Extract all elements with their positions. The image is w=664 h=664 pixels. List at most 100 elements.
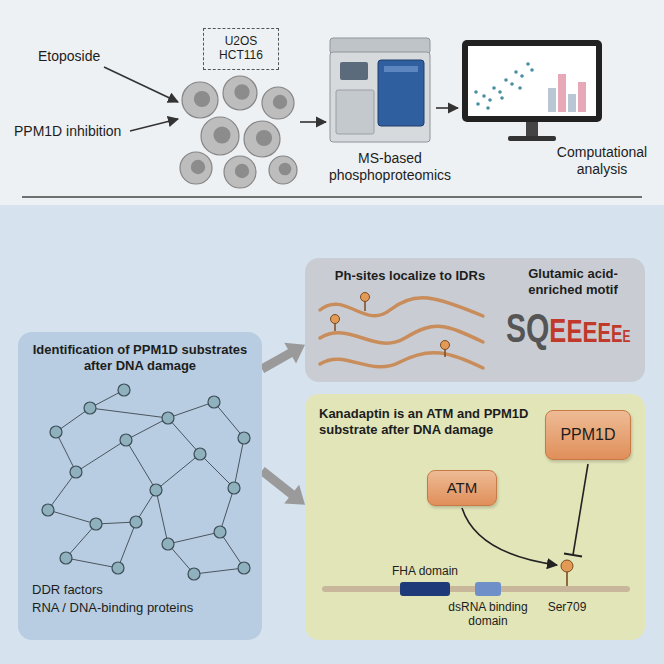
monitor-stand (526, 122, 538, 136)
bar (578, 82, 586, 112)
network-node (84, 402, 96, 414)
network-link (66, 558, 118, 568)
phospho-stick (364, 301, 366, 311)
scatter-dot (488, 98, 492, 102)
text-slot: Glutamic acid-enriched motif (509, 266, 637, 297)
network-link (156, 454, 200, 490)
network-link (126, 440, 156, 490)
node-title: Identification of PPM1D substrates after… (28, 342, 252, 373)
phospho-site (361, 293, 370, 302)
node-title: ATM (447, 479, 478, 497)
scatter-dot (498, 90, 502, 94)
idr-line (320, 353, 483, 368)
network-link (168, 418, 200, 454)
network-link (126, 418, 168, 440)
scatter-dot (520, 74, 524, 78)
motif-letter: E (611, 321, 623, 347)
node-title: PPM1D (560, 425, 615, 444)
network-link (168, 532, 220, 544)
network-node (194, 448, 206, 460)
bar (558, 74, 566, 112)
ms-screen (340, 62, 368, 80)
node-title: Ph-sites localize to IDRs (320, 268, 500, 284)
network-link (48, 510, 96, 524)
idr-line (320, 326, 483, 343)
label-slot: SQEEEEEE (506, 308, 664, 348)
motif-letter: Q (526, 306, 549, 350)
motif-letter: E (622, 328, 630, 345)
step-label: Computational analysis (548, 144, 656, 178)
label-slot: PPM1D inhibition (14, 123, 138, 140)
inhibition-line (573, 464, 588, 555)
cell-nucleus (213, 126, 230, 143)
ms-body (330, 52, 430, 142)
label-slot: dsRNA binding domain (442, 600, 534, 629)
cell-nucleus (191, 160, 205, 174)
inhibition-bar (564, 554, 582, 557)
scatter-dot (510, 82, 514, 86)
network-link (56, 432, 76, 472)
cell-nucleus (256, 130, 272, 146)
scatter-dot (500, 96, 504, 100)
network-link (214, 402, 244, 438)
label-slot: MS-based phosphoproteomics (310, 150, 470, 184)
domain-label: FHA domain (382, 564, 468, 578)
arrowhead (284, 485, 305, 505)
scatter-dot (486, 106, 490, 110)
monitor-screen (468, 46, 596, 116)
motif-letter: E (597, 318, 611, 348)
treatment-arrow (104, 67, 178, 102)
cell (223, 76, 257, 110)
phospho-site (561, 560, 573, 572)
text-slot: Kanadaptin is an ATM and PPM1D substrate… (319, 406, 537, 437)
network-link (118, 522, 136, 568)
ms-door-detail (384, 66, 418, 72)
text-slot: DDR factors (32, 582, 252, 598)
enzyme-box: PPM1D (545, 410, 631, 460)
site-label: Ser709 (537, 600, 597, 614)
treatment-label: PPM1D inhibition (14, 123, 138, 140)
label-slot: FHA domain (382, 564, 468, 578)
network-link (200, 454, 234, 488)
node-title: Kanadaptin is an ATM and PPM1D substrate… (319, 406, 537, 437)
network-node (112, 562, 124, 574)
dsrna-domain (475, 582, 501, 596)
cell (201, 117, 239, 155)
cell-line-box: U2OS HCT116 (203, 28, 279, 70)
network-link (168, 402, 214, 418)
connector-line (262, 471, 293, 496)
label-slot: Etoposide (38, 48, 138, 65)
node-text: RNA / DNA-binding proteins (32, 600, 252, 616)
scatter-plot (474, 62, 534, 110)
network-link (90, 408, 168, 418)
network-node (50, 426, 62, 438)
connector-arrow (262, 471, 305, 505)
node-text: Glutamic acid-enriched motif (509, 266, 637, 297)
scatter-dot (504, 78, 508, 82)
network-node (238, 562, 250, 574)
cell (224, 156, 256, 188)
network-node (150, 484, 162, 496)
motif-logo: SQEEEEEE (506, 308, 630, 348)
phospho-site (441, 341, 450, 350)
bar (548, 88, 556, 112)
scatter-dot (492, 86, 496, 90)
bar (568, 94, 576, 112)
cell (269, 156, 297, 184)
enzyme-box: ATM (427, 470, 497, 506)
label-slot: Computational analysis (548, 144, 656, 178)
cell-nucleus (235, 164, 249, 178)
phosphorylation-arrow (462, 508, 557, 565)
network-node (130, 516, 142, 528)
network-node (70, 466, 82, 478)
cell-cluster (180, 76, 297, 188)
network-node (118, 384, 130, 396)
scatter-dot (476, 102, 480, 106)
fha-domain (400, 582, 450, 596)
top-ground (0, 0, 664, 205)
network-link (234, 438, 244, 488)
connector-arrow (262, 343, 305, 369)
motif-letter: S (506, 306, 526, 350)
